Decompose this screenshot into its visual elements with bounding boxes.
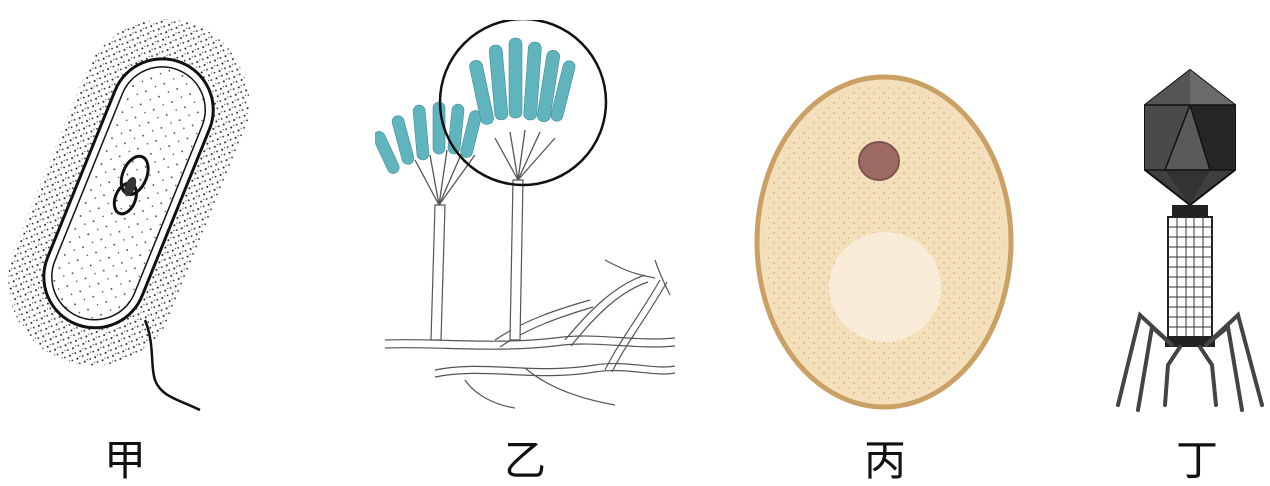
label-yeast: 丙 xyxy=(864,440,906,482)
phage-panel xyxy=(1110,65,1270,420)
phage-head xyxy=(1145,70,1235,205)
phage-illustration xyxy=(1110,65,1270,420)
label-phage: 丁 xyxy=(1176,440,1218,482)
phage-collar xyxy=(1172,205,1208,217)
label-mold: 乙 xyxy=(504,440,546,482)
conidiophore-stalks xyxy=(431,180,523,340)
mold-panel xyxy=(375,20,675,410)
label-bacterium: 甲 xyxy=(104,440,146,482)
vacuole xyxy=(829,232,941,342)
phage-tail-sheath xyxy=(1168,217,1212,337)
highlight-circle xyxy=(440,20,606,185)
right-spore-chains xyxy=(468,38,576,126)
bacterium-panel xyxy=(5,5,255,415)
yeast-panel xyxy=(752,70,1017,415)
bacterium-illustration xyxy=(5,5,255,415)
nucleus xyxy=(859,142,899,180)
yeast-illustration xyxy=(752,70,1017,415)
mold-illustration xyxy=(375,20,675,410)
mycelium xyxy=(385,260,675,408)
right-branches xyxy=(495,130,555,180)
